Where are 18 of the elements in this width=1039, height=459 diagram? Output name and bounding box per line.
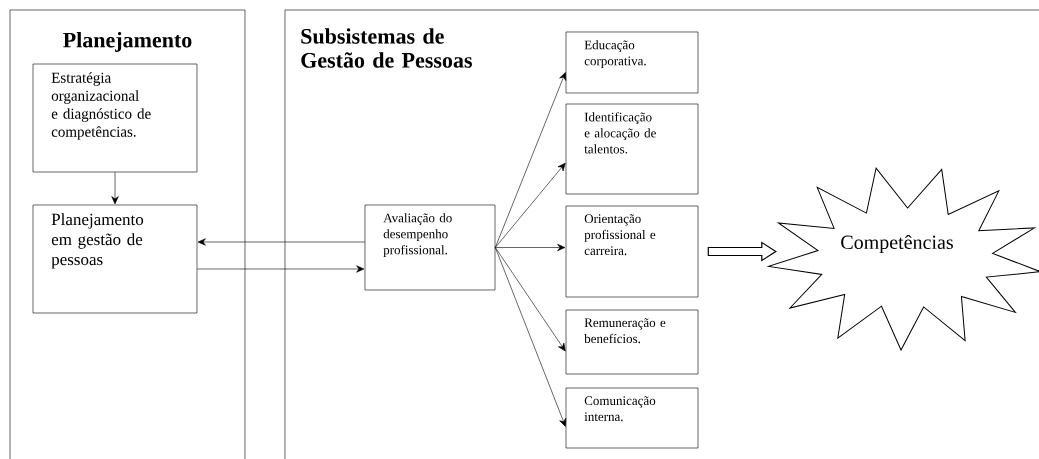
- process-box: Comunicação interna.: [565, 387, 699, 449]
- arrow: [197, 238, 365, 246]
- process-box: Remuneração e benefícios.: [565, 309, 699, 375]
- process-box: Identificação e alocação de talentos.: [565, 103, 699, 195]
- arrow: [495, 247, 566, 352]
- starburst: Competências: [768, 167, 1039, 351]
- arrow: [495, 162, 566, 248]
- process-box: Estratégia organizacional e diagnóstico de competências.: [32, 63, 198, 173]
- process-box: Orientação profissional e carreira.: [565, 205, 699, 298]
- arrow: [111, 172, 119, 205]
- process-box: Planejamento em gestão de pessoas: [32, 204, 198, 314]
- process-box: Avaliação do desempenho profissional.: [364, 204, 496, 291]
- arrow: [495, 243, 566, 252]
- arrow: [495, 247, 567, 427]
- block-arrow: [707, 241, 777, 262]
- arrow: [197, 265, 365, 273]
- process-box: Educação corporativa.: [565, 31, 699, 94]
- arrow: [495, 72, 567, 248]
